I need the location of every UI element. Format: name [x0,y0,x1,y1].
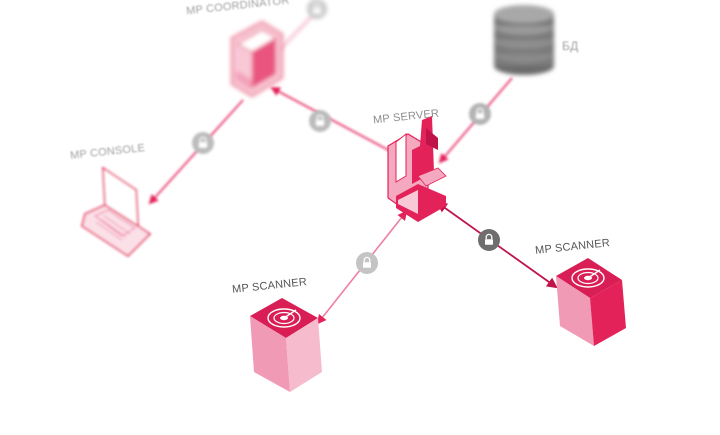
lock-icon [309,110,331,132]
workstation-icon [231,21,283,97]
lock-icon [478,229,500,251]
scanner-icon [556,258,626,346]
lock-icon [307,0,327,19]
link-coordinator-server [270,87,393,153]
lock-icon [469,103,491,125]
server-icon [387,116,447,222]
scanner-icon [250,298,322,392]
database-label: БД [562,39,579,53]
laptop-icon [81,166,152,258]
lock-icon [356,252,378,274]
database-icon [494,5,554,75]
lock-icon [192,132,214,154]
